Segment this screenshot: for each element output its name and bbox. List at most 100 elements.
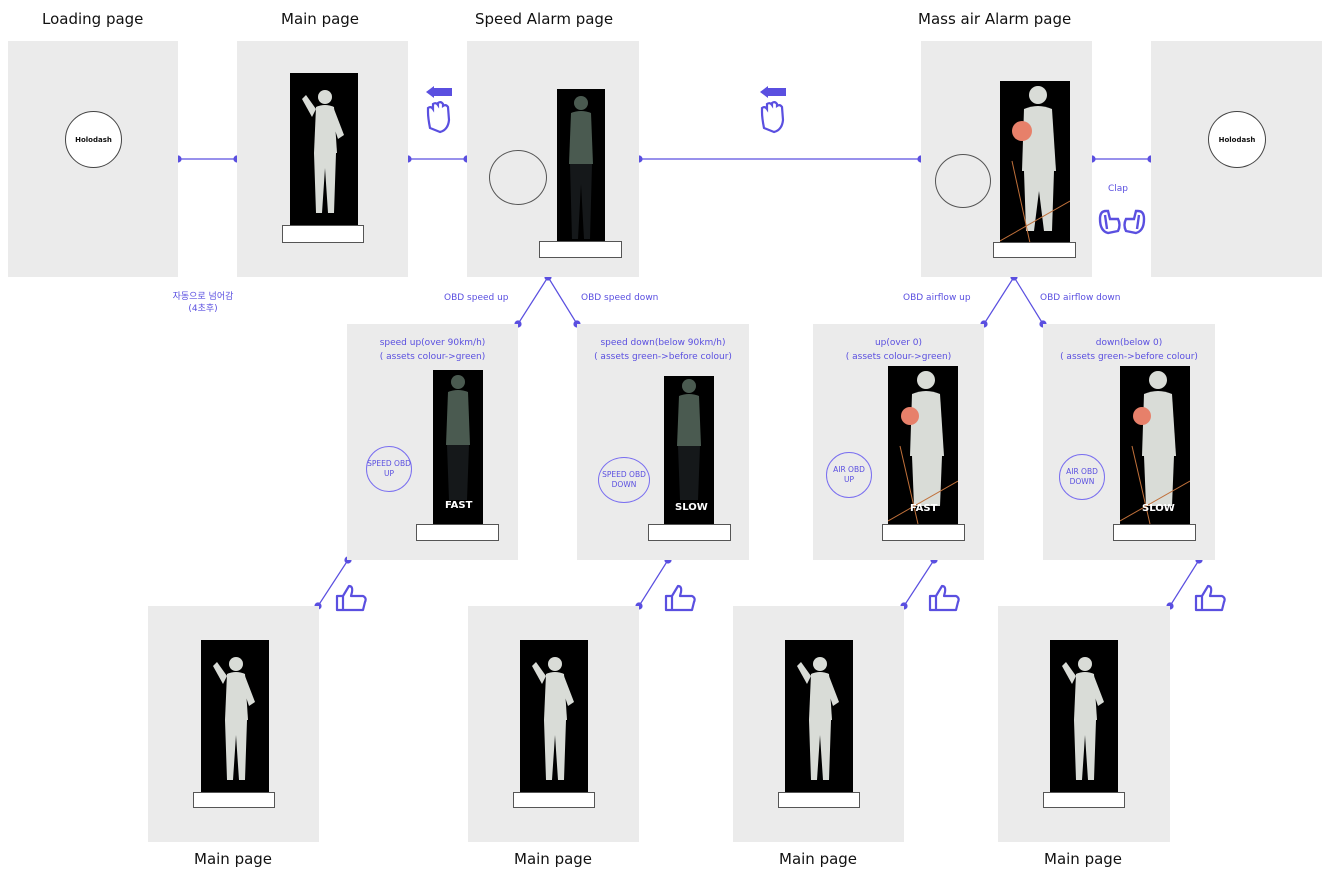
obd-indicator-line2: DOWN (611, 480, 637, 489)
obd-speed-up-label: OBD speed up (444, 293, 509, 303)
main-page-panel (468, 606, 639, 842)
hologram-image (1000, 81, 1070, 243)
person-figure (1000, 86, 1070, 243)
auto-transition-label: 자동으로 넘어감 (4초후) (168, 291, 238, 315)
panel-caption: down(below 0) ( assets green->before col… (1043, 336, 1215, 364)
panel-caption-line2: ( assets colour->green) (379, 352, 486, 362)
main-page-panel (998, 606, 1170, 842)
hologram-stand (282, 225, 364, 243)
person-figure (1062, 657, 1104, 780)
airflow-down-panel: down(below 0) ( assets green->before col… (1043, 324, 1215, 560)
hologram-image: SLOW (664, 376, 714, 524)
alarm-circle (935, 154, 991, 208)
airflow-up-panel: up(over 0) ( assets colour->green) FAST … (813, 324, 984, 560)
bottom-main-page-title: Main page (194, 850, 273, 868)
obd-indicator-line1: SPEED OBD (367, 459, 411, 468)
panel-caption-line1: down(below 0) (1095, 338, 1163, 348)
speed-alarm-page-title: Speed Alarm page (475, 10, 614, 28)
clap-hands-icon (1096, 205, 1148, 241)
bottom-main-page-title: Main page (779, 850, 858, 868)
loading-page-title: Loading page (42, 10, 144, 28)
obd-indicator-line2: UP (383, 469, 394, 478)
main-page-panel (733, 606, 904, 842)
obd-airflow-up-label: OBD airflow up (903, 293, 971, 303)
hologram-stand (416, 524, 499, 541)
obd-airflow-down-label: OBD airflow down (1040, 293, 1121, 303)
swipe-left-hand-icon (422, 82, 456, 138)
mass-air-alarm-page-title: Mass air Alarm page (918, 10, 1072, 28)
hologram-stand (778, 792, 860, 808)
person-figure (213, 657, 255, 780)
hologram-stand (1113, 524, 1196, 541)
person-figure (1120, 371, 1190, 524)
thumbs-up-icon (1192, 582, 1228, 618)
speed-indicator-text: SLOW (675, 502, 708, 513)
hologram-stand (193, 792, 275, 808)
obd-indicator-line2: DOWN (1069, 477, 1095, 486)
obd-indicator-line2: UP (843, 475, 854, 484)
panel-caption-line1: speed up(over 90km/h) (379, 338, 486, 348)
panel-caption-line2: ( assets green->before colour) (594, 352, 732, 362)
hologram-stand (648, 524, 731, 541)
panel-caption-line1: up(over 0) (874, 338, 923, 348)
speed-indicator-text: FAST (445, 500, 473, 511)
hologram-stand (1043, 792, 1125, 808)
alarm-circle (489, 150, 547, 205)
panel-caption: up(over 0) ( assets colour->green) (813, 336, 984, 364)
panel-caption-line2: ( assets colour->green) (845, 352, 952, 362)
auto-transition-line1: 자동으로 넘어감 (172, 292, 234, 302)
person-figure (677, 379, 701, 500)
obd-indicator-line1: AIR OBD (833, 465, 865, 474)
hologram-stand (513, 792, 595, 808)
hologram-image (520, 640, 588, 792)
main-page-title: Main page (281, 10, 360, 28)
holodash-logo: Holodash (65, 111, 122, 168)
speed-up-panel: speed up(over 90km/h) ( assets colour->g… (347, 324, 518, 560)
panel-caption: speed up(over 90km/h) ( assets colour->g… (347, 336, 518, 364)
hologram-image: FAST (888, 366, 958, 524)
speed-down-panel: speed down(below 90km/h) ( assets green-… (577, 324, 749, 560)
person-figure (446, 375, 470, 500)
swipe-left-hand-icon (756, 82, 790, 138)
thumbs-up-icon (662, 582, 698, 618)
hologram-image (557, 89, 605, 241)
bottom-main-page-title: Main page (1044, 850, 1123, 868)
speed-indicator-text: FAST (910, 503, 938, 514)
panel-caption-line1: speed down(below 90km/h) (600, 338, 726, 348)
person-figure (532, 657, 574, 780)
panel-caption-line2: ( assets green->before colour) (1060, 352, 1198, 362)
hologram-image (290, 73, 358, 225)
hologram-image: FAST (433, 370, 483, 524)
person-figure (888, 371, 958, 524)
clap-label: Clap (1108, 184, 1129, 194)
person-figure (302, 90, 344, 213)
obd-indicator-line1: SPEED OBD (602, 470, 646, 479)
hologram-image (201, 640, 269, 792)
hologram-stand (882, 524, 965, 541)
holodash-logo: Holodash (1208, 111, 1266, 168)
thumbs-up-icon (333, 582, 369, 618)
main-page-panel (148, 606, 319, 842)
person-figure (797, 657, 839, 780)
obd-speed-down-label: OBD speed down (581, 293, 659, 303)
hologram-stand (993, 242, 1076, 258)
auto-transition-line2: (4초후) (188, 304, 218, 314)
obd-indicator-line1: AIR OBD (1066, 467, 1098, 476)
person-figure (569, 96, 593, 239)
main-page-panel (237, 41, 408, 277)
hologram-image (1050, 640, 1118, 792)
mass-air-alarm-page-panel (921, 41, 1092, 277)
thumbs-up-icon (926, 582, 962, 618)
speed-alarm-page-panel (467, 41, 639, 277)
panel-caption: speed down(below 90km/h) ( assets green-… (577, 336, 749, 364)
speed-indicator-text: SLOW (1142, 503, 1175, 514)
loading-page-panel: Holodash (8, 41, 178, 277)
bottom-main-page-title: Main page (514, 850, 593, 868)
holodash-end-panel: Holodash (1151, 41, 1322, 277)
hologram-stand (539, 241, 622, 258)
hologram-image (785, 640, 853, 792)
